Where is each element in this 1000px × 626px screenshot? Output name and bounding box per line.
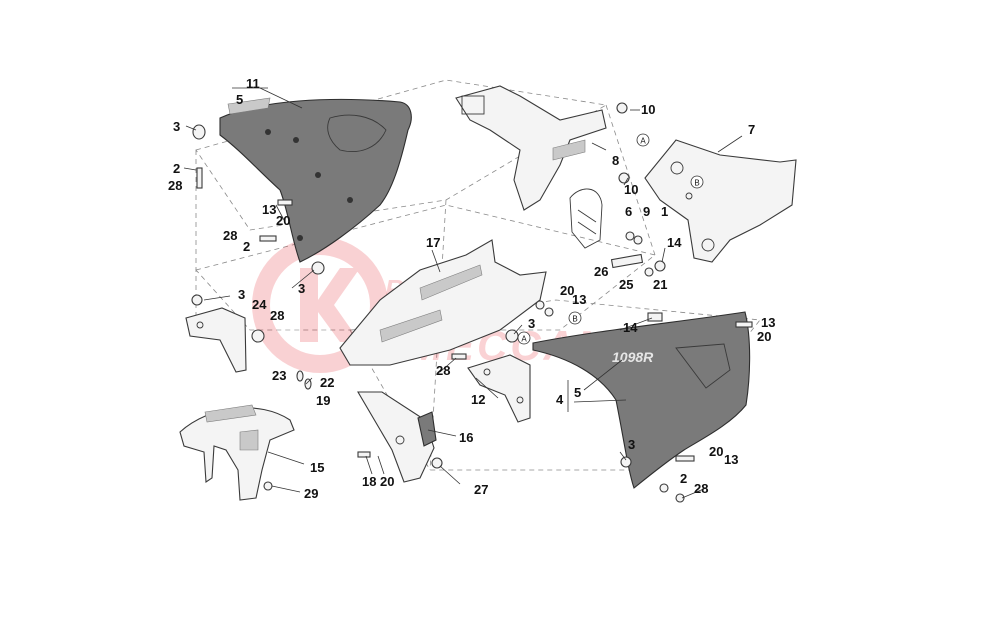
callout-26: 26 bbox=[594, 264, 608, 279]
callout-28: 28 bbox=[436, 363, 450, 378]
callout-4: 4 bbox=[556, 392, 564, 407]
callout-11: 11 bbox=[246, 76, 260, 91]
callout-29: 29 bbox=[304, 486, 318, 501]
callout-6: 6 bbox=[625, 204, 632, 219]
callout-28: 28 bbox=[223, 228, 237, 243]
callout-13: 13 bbox=[761, 315, 775, 330]
fairing-model-lettering: 1098R bbox=[612, 349, 654, 365]
callout-5: 5 bbox=[574, 385, 581, 400]
callout-13: 13 bbox=[724, 452, 738, 467]
callout-15: 15 bbox=[310, 460, 324, 475]
callout-16: 16 bbox=[459, 430, 473, 445]
callout-14: 14 bbox=[667, 235, 682, 250]
left-bracket-plate bbox=[185, 307, 247, 373]
inner-panel bbox=[644, 139, 797, 263]
svg-text:B: B bbox=[694, 179, 699, 188]
callout-10: 10 bbox=[624, 182, 638, 197]
callout-3: 3 bbox=[298, 281, 305, 296]
callout-2: 2 bbox=[680, 471, 687, 486]
svg-text:A: A bbox=[521, 335, 527, 344]
callout-3: 3 bbox=[528, 316, 535, 331]
callout-27: 27 bbox=[474, 482, 488, 497]
right-bracket-plate bbox=[467, 354, 531, 423]
callout-28: 28 bbox=[270, 308, 284, 323]
callout-10: 10 bbox=[641, 102, 655, 117]
callout-labels: 11 5 3 2 28 13 20 28 2 10 7 8 10 6 9 1 1… bbox=[168, 76, 775, 501]
callout-19: 19 bbox=[316, 393, 330, 408]
callout-25: 25 bbox=[619, 277, 633, 292]
callout-21: 21 bbox=[653, 277, 667, 292]
callout-8: 8 bbox=[612, 153, 619, 168]
callout-24: 24 bbox=[252, 297, 267, 312]
callout-28: 28 bbox=[694, 481, 708, 496]
reference-mark-b-1: B bbox=[690, 175, 704, 189]
lower-cover bbox=[357, 391, 437, 483]
callout-13: 13 bbox=[262, 202, 276, 217]
reference-mark-a-1: A bbox=[636, 133, 650, 147]
callout-3: 3 bbox=[173, 119, 180, 134]
actuator-assembly bbox=[569, 188, 603, 249]
callout-13: 13 bbox=[572, 292, 586, 307]
leader-lines bbox=[183, 87, 743, 499]
callout-20: 20 bbox=[380, 474, 394, 489]
callout-18: 18 bbox=[362, 474, 376, 489]
callout-20: 20 bbox=[709, 444, 723, 459]
right-side-fairing bbox=[532, 311, 751, 489]
hardware-fasteners bbox=[191, 102, 753, 503]
reference-mark-b-2: B bbox=[568, 311, 582, 325]
callout-1: 1 bbox=[661, 204, 668, 219]
callout-22: 22 bbox=[320, 375, 334, 390]
callout-3: 3 bbox=[238, 287, 245, 302]
svg-text:B: B bbox=[572, 315, 577, 324]
callout-14: 14 bbox=[623, 320, 638, 335]
callout-5: 5 bbox=[236, 92, 243, 107]
callout-17: 17 bbox=[426, 235, 440, 250]
reference-mark-a-2: A bbox=[517, 331, 531, 345]
left-upper-fairing bbox=[219, 97, 412, 263]
callout-9: 9 bbox=[643, 204, 650, 219]
callout-2: 2 bbox=[173, 161, 180, 176]
callout-20: 20 bbox=[560, 283, 574, 298]
callout-20: 20 bbox=[757, 329, 771, 344]
belly-pan bbox=[339, 239, 547, 366]
callout-28: 28 bbox=[168, 178, 182, 193]
callout-23: 23 bbox=[272, 368, 286, 383]
svg-text:A: A bbox=[640, 137, 646, 146]
callout-20: 20 bbox=[276, 213, 290, 228]
front-mudguard bbox=[179, 404, 295, 501]
callout-12: 12 bbox=[471, 392, 485, 407]
callout-7: 7 bbox=[748, 122, 755, 137]
fairing-bracket bbox=[455, 85, 607, 211]
callout-2: 2 bbox=[243, 239, 250, 254]
callout-3: 3 bbox=[628, 437, 635, 452]
